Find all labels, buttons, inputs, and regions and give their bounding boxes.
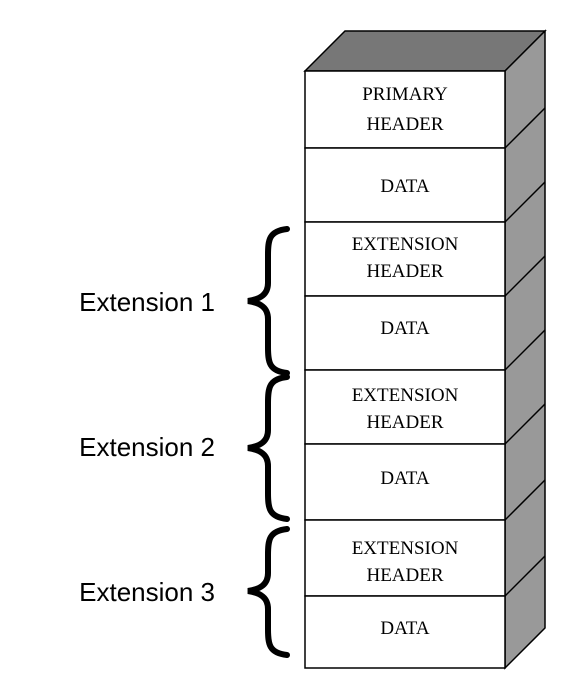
block-extension-3-header: EXTENSION HEADER — [304, 519, 506, 597]
block-primary-data: DATA — [304, 147, 506, 223]
block-label-line2: HEADER — [366, 412, 443, 433]
block-label-line1: DATA — [380, 618, 429, 639]
block-label-line1: DATA — [380, 468, 429, 489]
brace-extension-3 — [247, 526, 290, 658]
brace-extension-2 — [247, 374, 290, 522]
block-extension-3-data: DATA — [304, 595, 506, 669]
extension-3-label: Extension 3 — [79, 577, 215, 607]
block-label-line1: PRIMARY — [362, 84, 448, 105]
block-extension-2-data: DATA — [304, 443, 506, 521]
block-primary-header: PRIMARY HEADER — [304, 70, 506, 149]
block-label-line1: EXTENSION — [352, 385, 459, 406]
extension-2-label: Extension 2 — [79, 432, 215, 462]
block-label-line2: HEADER — [366, 261, 443, 282]
block-label-line1: DATA — [380, 318, 429, 339]
block-extension-1-data: DATA — [304, 295, 506, 371]
extension-1-label: Extension 1 — [79, 287, 215, 317]
block-extension-1-header: EXTENSION HEADER — [304, 221, 506, 297]
brace-extension-1 — [247, 226, 290, 376]
block-extension-2-header: EXTENSION HEADER — [304, 369, 506, 445]
side-face-edges — [504, 107, 546, 597]
stack-top-face — [303, 30, 547, 72]
block-label-line2: HEADER — [366, 565, 443, 586]
block-label-line1: DATA — [380, 176, 429, 197]
block-label-line1: EXTENSION — [352, 538, 459, 559]
block-label-line1: EXTENSION — [352, 234, 459, 255]
block-label-line2: HEADER — [366, 114, 443, 135]
